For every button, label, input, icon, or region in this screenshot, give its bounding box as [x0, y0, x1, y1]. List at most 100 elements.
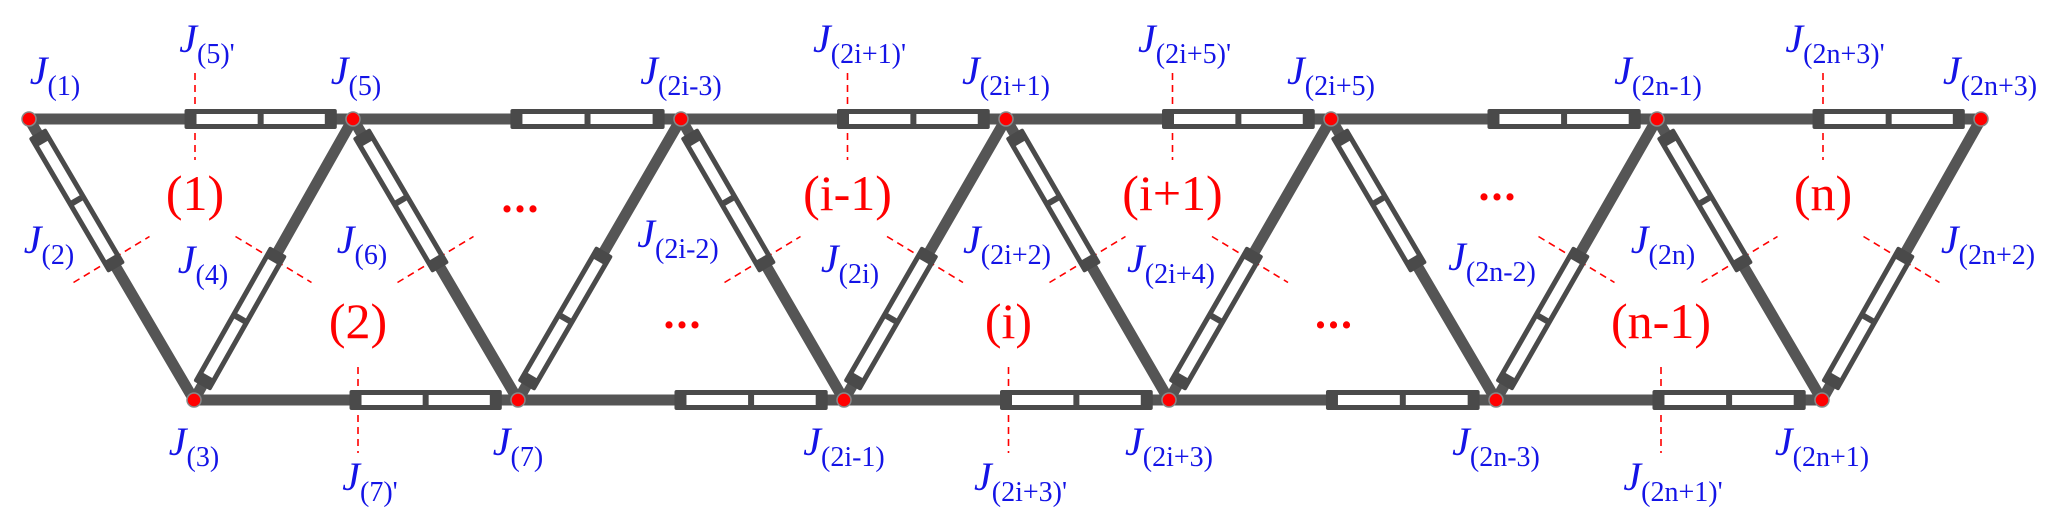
ellipsis-indicator: ... [502, 173, 541, 222]
joint-subscript: (2n+1) [1793, 442, 1869, 473]
joint-node [1649, 111, 1665, 127]
top-chord-actuator [184, 109, 337, 129]
joint-label-primed-top: J(2i+5)' [1138, 16, 1231, 70]
joint-symbol: J [1448, 234, 1468, 279]
ellipsis-indicator: ... [1479, 161, 1518, 210]
joint-label-top: J(2i+5) [1287, 48, 1375, 102]
joint-label-bottom: J(3) [169, 419, 219, 473]
module-label: (i-1) [803, 165, 892, 221]
bottom-chord-actuator [1325, 390, 1480, 410]
top-chord-actuator [510, 109, 665, 129]
diagonal-actuator [518, 246, 613, 391]
joint-label-primed-top: J(2i+1)' [813, 16, 906, 70]
joint-subscript: (2i+4) [1145, 259, 1215, 290]
joint-label-top: J(5) [331, 48, 381, 102]
joint-subscript: (7) [511, 442, 544, 473]
joint-subscript: (2i-1) [821, 442, 885, 473]
joint-label-bottom: J(2i+3) [1125, 419, 1213, 473]
diagonal-actuator [1821, 246, 1915, 391]
joint-subscript: (7)' [360, 477, 398, 508]
joint-label-top: J(2n-1) [1614, 48, 1702, 102]
joint-label-diagonal: J(2i+2) [963, 217, 1051, 271]
joint-subscript: (2n+3) [1961, 71, 2037, 102]
joint-label-bottom: J(2i-1) [803, 419, 885, 473]
dashed-reference-line [724, 235, 801, 284]
joint-label-top: J(2i+1) [962, 48, 1050, 102]
joint-label-diagonal: J(2) [24, 217, 74, 271]
diagonal-actuator [681, 128, 776, 273]
module-label: (n-1) [1611, 293, 1711, 349]
joint-symbol: J [962, 48, 982, 93]
module-label: (n) [1794, 165, 1852, 221]
joint-symbol: J [1785, 16, 1805, 61]
joint-subscript: (5)' [197, 39, 235, 70]
ellipsis-indicator: ... [1315, 289, 1354, 338]
joint-node [510, 392, 526, 408]
bottom-chord-actuator [349, 390, 502, 410]
dashed-reference-line [1211, 235, 1289, 284]
joint-symbol: J [963, 217, 983, 262]
joint-node [1161, 392, 1177, 408]
module-label: (1) [166, 165, 224, 221]
bottom-chord-actuator [1652, 390, 1806, 410]
dashed-reference-line [1538, 235, 1615, 284]
joint-symbol: J [331, 48, 351, 93]
top-chord-actuator [837, 109, 990, 129]
joint-label-diagonal: J(6) [337, 217, 387, 271]
joint-node [345, 111, 361, 127]
joint-symbol: J [637, 211, 657, 256]
joint-symbol: J [1127, 236, 1147, 281]
joint-label-diagonal: J(2n) [1631, 217, 1695, 271]
joint-symbol: J [640, 48, 660, 93]
dashed-reference-line [1863, 235, 1940, 284]
joint-symbol: J [493, 419, 513, 464]
joint-symbol: J [1125, 419, 1145, 464]
joint-label-bottom: J(2n+1) [1775, 419, 1869, 473]
joint-symbol: J [1775, 419, 1795, 464]
joint-subscript: (2i+3) [1143, 442, 1213, 473]
joint-symbol: J [1623, 454, 1643, 499]
diagonal-actuator [1331, 128, 1427, 273]
top-chord-actuator [1812, 109, 1965, 129]
joint-label-diagonal: J(2n-2) [1448, 234, 1536, 288]
joint-subscript: (6) [355, 240, 388, 271]
dashed-reference-line [397, 235, 474, 284]
diagonal-actuator [1006, 128, 1101, 273]
joint-label-primed-top: J(5)' [179, 16, 234, 70]
joint-node [673, 111, 689, 127]
joint-label-top: J(2i-3) [640, 48, 722, 102]
bottom-chord-actuator [1000, 390, 1153, 410]
joint-label-diagonal: J(2i) [821, 236, 879, 290]
joint-subscript: (5) [349, 71, 382, 102]
joint-subscript: (2n+2) [1959, 240, 2035, 271]
joint-symbol: J [30, 48, 50, 93]
joint-node [1323, 111, 1339, 127]
joint-label-diagonal: J(4) [178, 237, 228, 291]
dashed-reference-line [73, 235, 150, 284]
labels: J(1)J(5)J(2i-3)J(2i+1)J(2i+5)J(2n-1)J(2n… [24, 16, 2037, 508]
top-chord-actuator [1487, 109, 1641, 129]
joint-label-diagonal: J(2n+2) [1941, 217, 2035, 271]
joint-label-primed-bottom: J(2n+1)' [1623, 454, 1722, 508]
diagonal-actuator [844, 246, 938, 391]
joint-symbol: J [342, 454, 362, 499]
joint-label-diagonal: J(2i-2) [637, 211, 719, 265]
joint-node [836, 392, 852, 408]
joint-subscript: (2i-3) [658, 71, 722, 102]
joint-symbol: J [821, 236, 841, 281]
diagonal-actuator [1657, 128, 1753, 273]
joint-subscript: (2n+1)' [1641, 477, 1722, 508]
joint-symbol: J [1138, 16, 1158, 61]
diagonal-actuator [193, 246, 287, 391]
joint-node [1814, 392, 1830, 408]
joints [21, 111, 1989, 408]
joint-symbol: J [1287, 48, 1307, 93]
joint-subscript: (2i+2) [981, 240, 1051, 271]
joint-symbol: J [337, 217, 357, 262]
top-chord-actuator [1162, 109, 1315, 129]
joint-node [998, 111, 1014, 127]
joint-symbol: J [169, 419, 189, 464]
joint-subscript: (2) [42, 240, 75, 271]
joint-subscript: (2i-2) [655, 234, 719, 265]
